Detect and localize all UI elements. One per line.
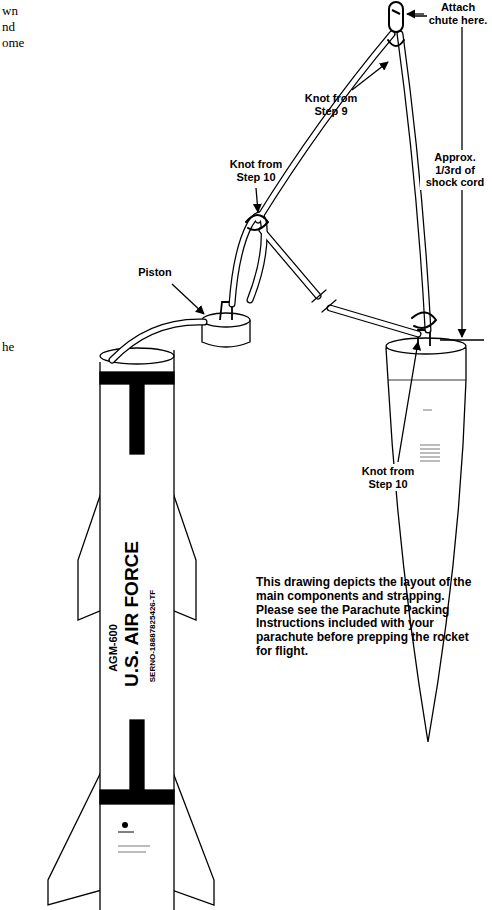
nose-cone [386, 330, 466, 742]
callout-label: Attach chute here. [427, 0, 489, 27]
carabiner [389, 2, 403, 32]
rocket-marking: U.S. AIR FORCE [122, 541, 141, 687]
rocket-marking: SERNO-18887825426-TF [149, 590, 157, 683]
callout-label: Knot from Step 10 [352, 464, 424, 491]
rocket-body [48, 348, 214, 910]
piston [202, 302, 250, 347]
callout-label: Knot from Step 9 [296, 92, 366, 117]
cut-off-text: he [2, 340, 42, 355]
cut-off-text: nd [2, 20, 42, 35]
callout-label: Knot from Step 10 [220, 158, 292, 183]
callout-label: Piston [130, 266, 180, 279]
leader-lines [172, 14, 424, 462]
note-text: This drawing depicts the layout of the m… [256, 576, 474, 659]
dimension-label: Approx. 1/3rd of shock cord [420, 150, 490, 190]
rocket-marking: AGM-600 [108, 624, 119, 672]
shock-cord [112, 34, 436, 360]
cut-off-text: ome [2, 36, 42, 51]
cut-off-text: wn [2, 4, 42, 19]
